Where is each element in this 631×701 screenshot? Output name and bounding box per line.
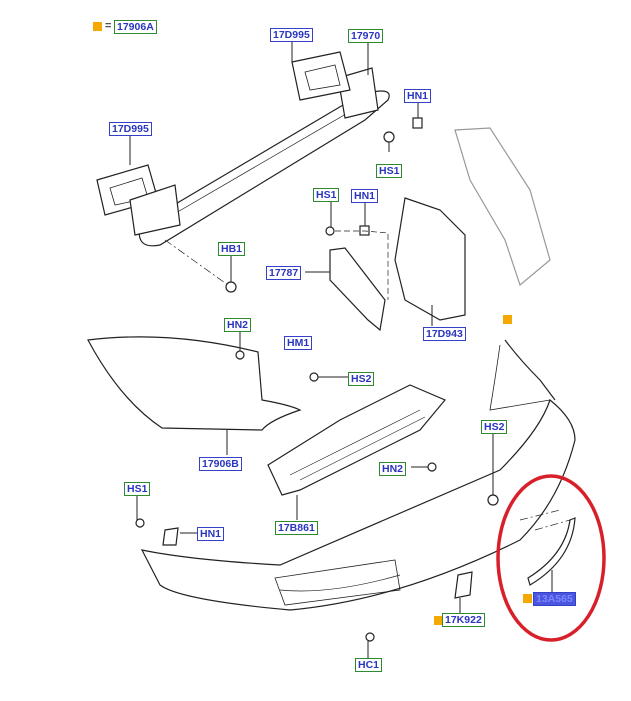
label-hc1[interactable]: HC1 [355, 658, 383, 672]
label-hs1-mid[interactable]: HS1 [313, 188, 340, 202]
gasket-top [291, 51, 351, 101]
label-hm1[interactable]: HM1 [284, 336, 313, 350]
highlight-ring [496, 474, 606, 642]
marker-square-icon [93, 22, 102, 31]
legend-part-label[interactable]: 17906A [114, 20, 157, 34]
label-13A565-selected[interactable]: 13A565 [533, 592, 576, 606]
tow-eye-cover [454, 571, 473, 599]
bumper-corner-left [87, 336, 302, 431]
label-17D995-left[interactable]: 17D995 [109, 122, 152, 136]
label-hs2-left[interactable]: HS2 [348, 372, 375, 386]
marker-square-icon [434, 616, 443, 625]
label-17B861[interactable]: 17B861 [275, 521, 318, 535]
label-hn1-top[interactable]: HN1 [404, 89, 432, 103]
beam-bracket-left [129, 184, 181, 236]
energy-absorber [267, 384, 446, 496]
bumper-cover [140, 398, 576, 611]
bracket-17787 [329, 247, 386, 332]
label-hs1-bottom[interactable]: HS1 [124, 482, 151, 496]
label-hb1[interactable]: HB1 [218, 242, 246, 256]
bumper-upper-edge [504, 339, 556, 401]
marker-square-icon [523, 594, 532, 603]
moulding-13A565 [527, 517, 576, 586]
label-17D943[interactable]: 17D943 [423, 327, 466, 341]
label-hn2-left[interactable]: HN2 [224, 318, 252, 332]
label-17D995-top[interactable]: 17D995 [270, 28, 313, 42]
label-17787[interactable]: 17787 [266, 266, 302, 280]
marker-square-icon [503, 315, 512, 324]
label-17906B[interactable]: 17906B [199, 457, 242, 471]
label-17970[interactable]: 17970 [348, 29, 384, 43]
label-hn1-mid[interactable]: HN1 [351, 189, 379, 203]
legend-equals: = [105, 20, 112, 32]
label-17K922[interactable]: 17K922 [442, 613, 485, 627]
quarter-moulding [454, 127, 551, 287]
label-hn1-bottom[interactable]: HN1 [197, 527, 225, 541]
label-hs1-top[interactable]: HS1 [376, 164, 403, 178]
label-hs2-right[interactable]: HS2 [481, 420, 508, 434]
bracket-17D943 [394, 197, 466, 321]
label-hn2-right[interactable]: HN2 [379, 462, 407, 476]
